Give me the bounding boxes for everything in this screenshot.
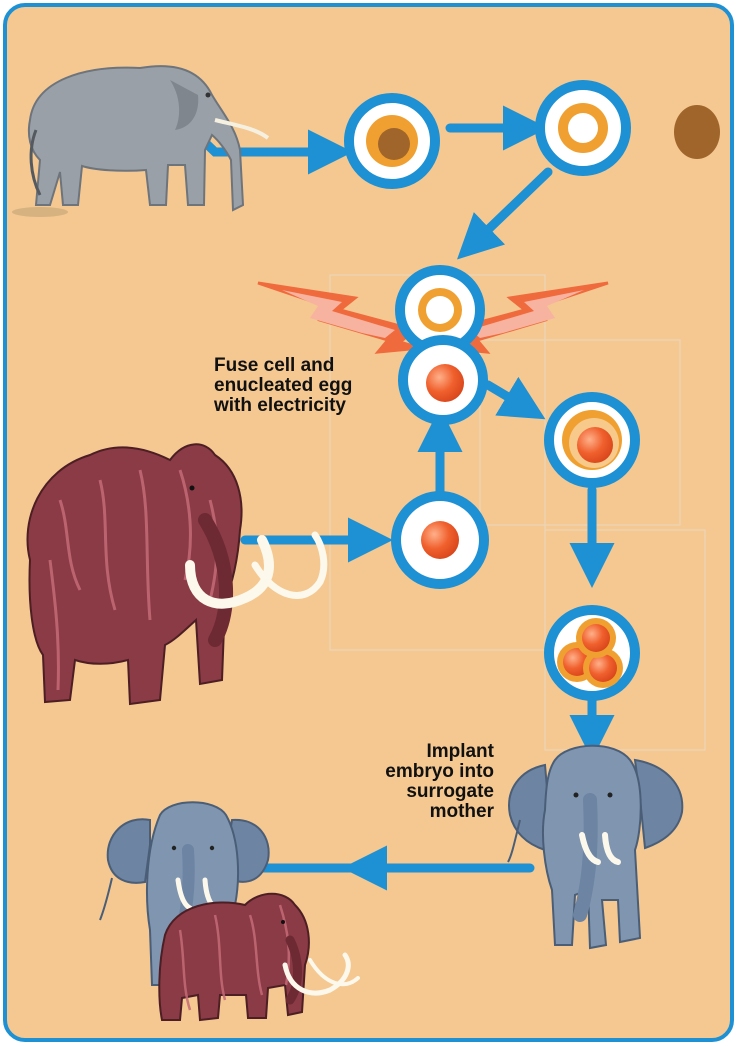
removed-nucleus	[674, 105, 720, 159]
embryo-cell	[549, 610, 635, 696]
egg-cell	[349, 98, 435, 184]
enucleated-egg-cell	[540, 85, 626, 171]
arrow-fusion-to-zygote	[488, 385, 530, 410]
surrogate-elephant-icon	[508, 746, 682, 948]
mammoth-skin-cell	[396, 496, 484, 584]
arrow-enucleated-to-fusion	[470, 172, 548, 247]
implant-embryo-label: Implant embryo into surrogate mother	[340, 742, 494, 822]
asian-elephant-icon	[12, 66, 268, 217]
woolly-mammoth-icon	[28, 444, 324, 704]
zygote-cell	[549, 397, 635, 483]
fuse-cell-label: Fuse cell and enucleated egg with electr…	[214, 356, 352, 416]
fusion-cells	[400, 270, 483, 420]
baby-mammoth-icon	[159, 894, 358, 1020]
